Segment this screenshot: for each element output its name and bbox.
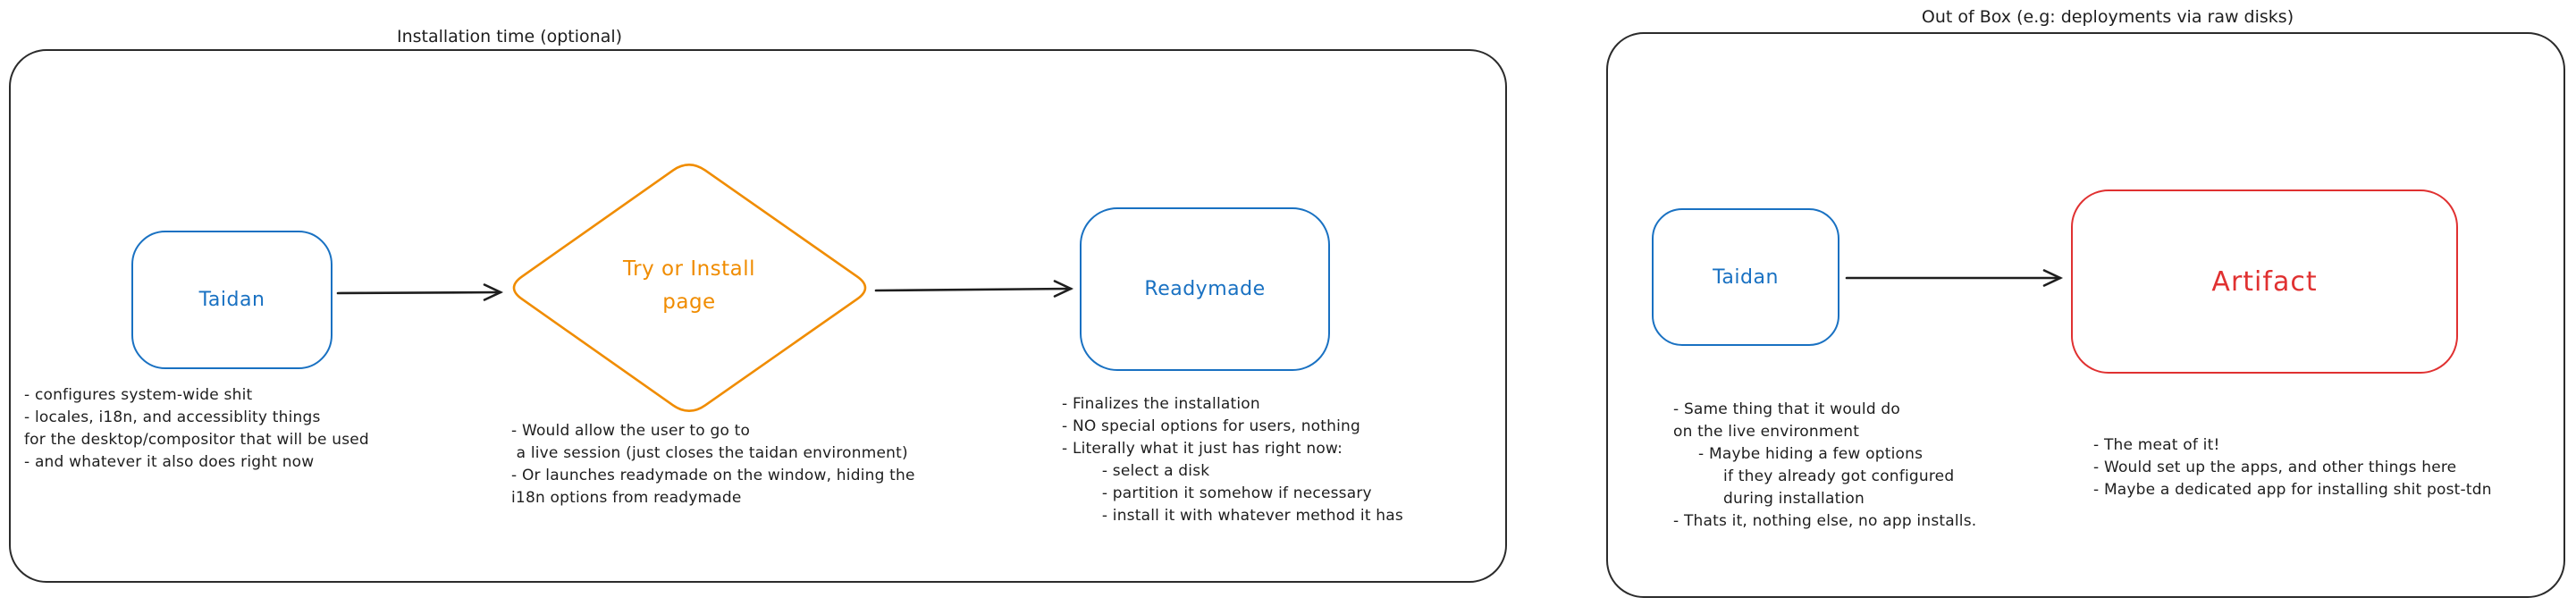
out-of-box-panel-title: Out of Box (e.g: deployments via raw dis…: [1921, 7, 2294, 27]
node-artifact-label: Artifact: [2211, 265, 2318, 298]
arrow-taidan-to-try-or-install[interactable]: [336, 283, 504, 301]
note-readymade: - Finalizes the installation - NO specia…: [1062, 395, 1403, 525]
node-readymade-label: Readymade: [1144, 278, 1266, 300]
note-artifact: - The meat of it! - Would set up the app…: [2093, 436, 2492, 499]
note-taidan-installation: - configures system-wide shit - locales,…: [24, 386, 369, 471]
out-of-box-panel-frame[interactable]: [1606, 32, 2565, 598]
try-or-install-diamond[interactable]: [512, 164, 867, 412]
node-try-or-install-label: Try or Install page: [623, 253, 755, 319]
node-taidan-out-of-box[interactable]: Taidan: [1652, 208, 1839, 346]
node-artifact[interactable]: Artifact: [2071, 189, 2458, 374]
note-taidan-out-of-box: - Same thing that it would do on the liv…: [1673, 400, 1977, 530]
try-or-install-label-line2: page: [662, 290, 716, 314]
arrow-try-or-install-to-readymade[interactable]: [874, 280, 1074, 298]
installation-panel-frame[interactable]: [9, 49, 1507, 583]
note-try-or-install: - Would allow the user to go to a live s…: [511, 422, 915, 507]
node-taidan-out-of-box-label: Taidan: [1713, 265, 1779, 289]
node-taidan-installation-label: Taidan: [198, 289, 265, 311]
installation-panel-title: Installation time (optional): [396, 27, 623, 46]
node-taidan-installation[interactable]: Taidan: [131, 231, 333, 369]
arrow-taidan-to-artifact[interactable]: [1845, 269, 2064, 287]
node-readymade[interactable]: Readymade: [1080, 207, 1330, 371]
try-or-install-label-line1: Try or Install: [622, 257, 756, 281]
